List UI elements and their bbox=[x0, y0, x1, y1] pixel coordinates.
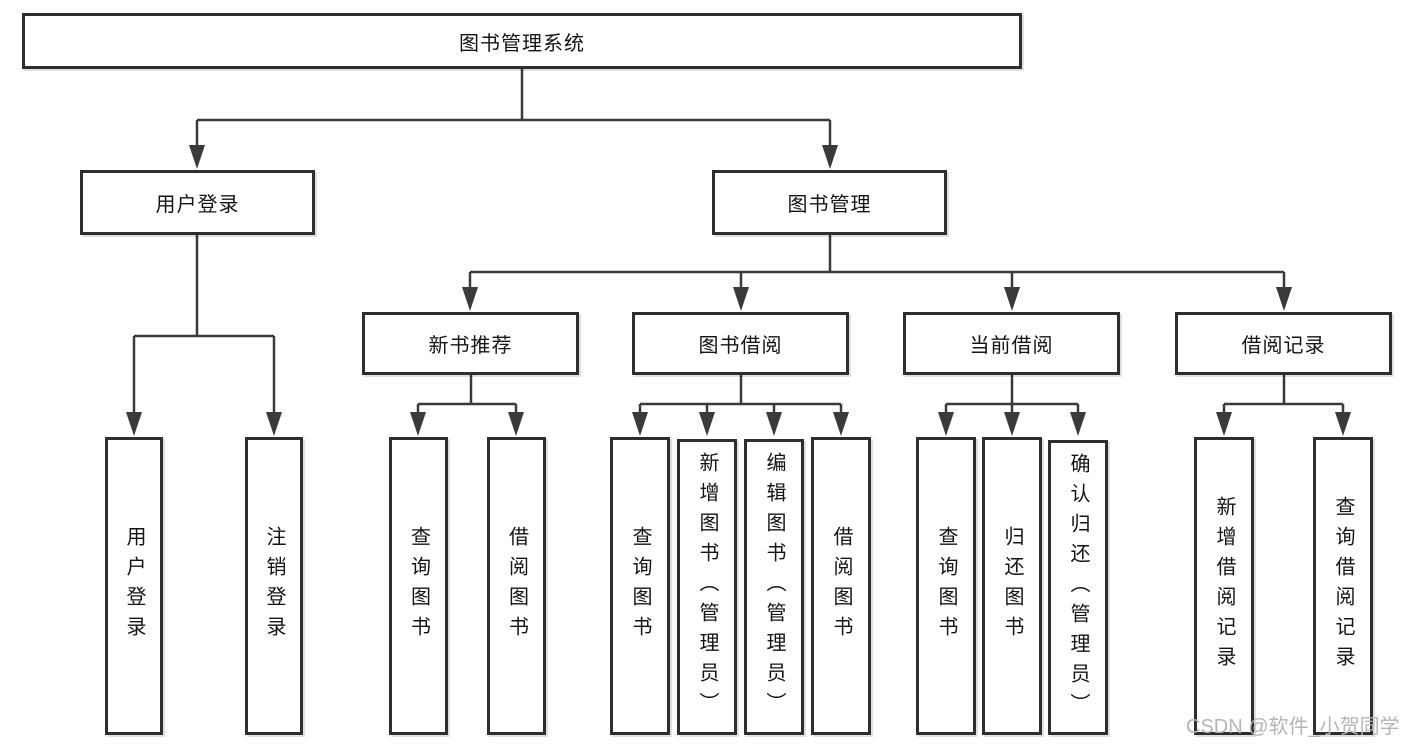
leaf-add-borrow-record: 新增借阅记录 bbox=[1194, 437, 1254, 735]
node-library-management-system: 图书管理系统 bbox=[22, 13, 1022, 69]
leaf-label: 借阅图书 bbox=[830, 526, 852, 646]
leaf-label: 确认归还（管理员） bbox=[1067, 452, 1089, 723]
leaf-borrow-books-recommend: 借阅图书 bbox=[487, 437, 546, 735]
leaf-confirm-return-admin: 确认归还（管理员） bbox=[1048, 440, 1108, 735]
node-book-borrowing: 图书借阅 bbox=[632, 312, 849, 375]
leaf-label: 借阅图书 bbox=[505, 526, 528, 646]
node-label: 当前借阅 bbox=[969, 335, 1054, 357]
leaf-add-books-admin: 新增图书（管理员） bbox=[677, 439, 737, 735]
node-book-management: 图书管理 bbox=[712, 170, 947, 235]
leaf-logout-login: 注销登录 bbox=[245, 437, 303, 735]
leaf-label: 用户登录 bbox=[123, 526, 145, 646]
leaf-label: 编辑图书（管理员） bbox=[763, 452, 785, 722]
leaf-borrow-books: 借阅图书 bbox=[811, 437, 871, 735]
csdn-watermark: CSDN @软件_小贺同学 bbox=[1186, 716, 1400, 738]
leaf-label: 新增借阅记录 bbox=[1213, 496, 1235, 676]
node-label: 图书借阅 bbox=[698, 335, 783, 357]
leaf-query-books-borrow: 查询图书 bbox=[610, 437, 670, 735]
node-label: 图书管理 bbox=[787, 194, 872, 216]
node-borrowing-records: 借阅记录 bbox=[1175, 312, 1392, 375]
node-label: 新书推荐 bbox=[428, 335, 513, 357]
leaf-label: 查询图书 bbox=[407, 526, 430, 646]
leaf-label: 归还图书 bbox=[1001, 526, 1023, 646]
leaf-label: 查询图书 bbox=[629, 526, 651, 646]
node-label: 用户登录 bbox=[155, 194, 240, 216]
node-new-book-recommendation: 新书推荐 bbox=[362, 312, 579, 375]
leaf-label: 新增图书（管理员） bbox=[696, 452, 718, 722]
node-user-login: 用户登录 bbox=[80, 170, 315, 235]
leaf-query-books-recommend: 查询图书 bbox=[389, 437, 448, 735]
leaf-return-books: 归还图书 bbox=[982, 437, 1042, 735]
node-current-borrowing: 当前借阅 bbox=[903, 312, 1120, 375]
leaf-user-login: 用户登录 bbox=[105, 437, 163, 735]
node-label: 图书管理系统 bbox=[459, 32, 585, 55]
leaf-label: 注销登录 bbox=[263, 526, 285, 646]
leaf-query-borrow-record: 查询借阅记录 bbox=[1313, 437, 1373, 735]
node-label: 借阅记录 bbox=[1241, 335, 1326, 357]
leaf-label: 查询图书 bbox=[935, 526, 957, 646]
leaf-query-books-current: 查询图书 bbox=[916, 437, 976, 735]
leaf-edit-books-admin: 编辑图书（管理员） bbox=[744, 439, 804, 735]
leaf-label: 查询借阅记录 bbox=[1332, 496, 1354, 676]
